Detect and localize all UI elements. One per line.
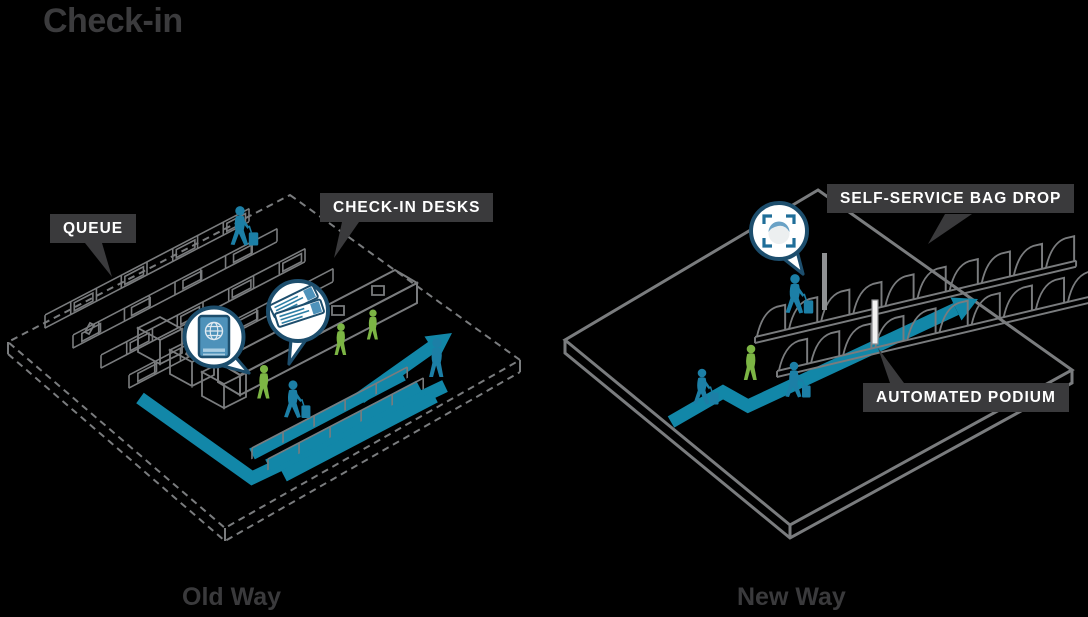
bagdrop-callout-tail <box>928 214 972 244</box>
staff-agent <box>334 323 347 355</box>
face-scan-icon <box>762 214 796 248</box>
tickets-bubble <box>266 279 330 366</box>
passport-icon <box>197 314 231 359</box>
staff-agent <box>257 364 270 399</box>
automated-podium-pole <box>871 299 879 345</box>
podium-callout-tail <box>878 348 904 383</box>
new-way-scene <box>562 188 1088 540</box>
staff-agent <box>366 309 378 340</box>
queue-callout: QUEUE <box>50 214 137 243</box>
bag-drop-units <box>754 235 1088 378</box>
new-floor <box>562 188 1075 540</box>
traveler-walking <box>693 368 719 405</box>
old-way-caption: Old Way <box>182 583 282 611</box>
boarding-passes-icon <box>268 284 325 328</box>
queue-callout-tail <box>85 243 112 277</box>
passport-bubble <box>182 305 251 375</box>
bag-drop-callout: SELF-SERVICE BAG DROP <box>827 184 1075 213</box>
new-people <box>693 274 814 405</box>
traveler-walking <box>785 274 814 314</box>
checkin-desks-callout: CHECK-IN DESKS <box>320 193 494 222</box>
page-title: Check-in <box>43 2 183 40</box>
automated-podium-callout: AUTOMATED PODIUM <box>863 383 1069 412</box>
old-way-scene <box>6 193 522 543</box>
old-floor <box>6 193 522 543</box>
signal-pole <box>822 253 827 310</box>
face-scan-bubble <box>749 201 809 276</box>
traveler-walking <box>284 380 311 419</box>
traveler-walking <box>230 206 259 246</box>
new-way-caption: New Way <box>737 583 846 611</box>
checkin-callout-tail <box>334 222 359 258</box>
queue-path <box>136 333 452 486</box>
staff-agent <box>743 344 757 380</box>
